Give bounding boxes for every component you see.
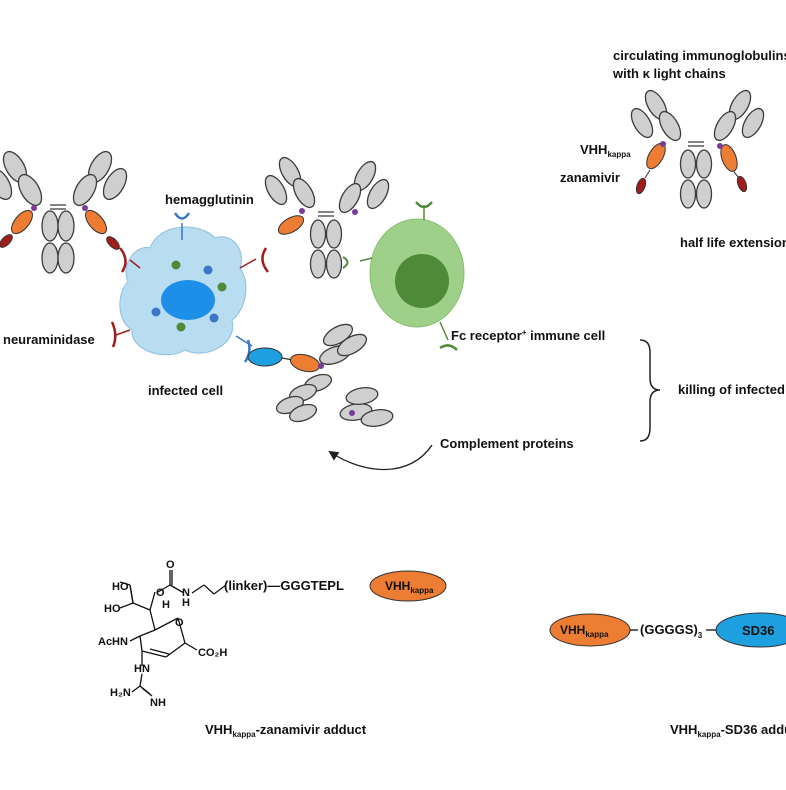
adduct1-vhh-blob [369, 570, 447, 602]
hemagglutinin-receptor [173, 212, 191, 240]
adduct2-sd36-blob [715, 612, 786, 648]
adduct1-caption: VHHkappa-zanamivir adduct [205, 722, 367, 739]
svg-text:AcHN: AcHN [98, 636, 128, 648]
antibody-top-right [630, 89, 765, 209]
neuraminidase-receptors [110, 247, 269, 363]
adduct1-linker: (linker)—GGGTEPL [224, 578, 344, 593]
label-hemagglutinin: hemagglutinin [165, 192, 254, 207]
adduct2-sd36-label: SD36 [742, 623, 775, 638]
label-light-chains: with κ light chains [612, 66, 726, 81]
label-half-life: half life extension [680, 235, 786, 250]
label-infected-cell: infected cell [148, 383, 223, 398]
adduct2-linker: (GGGGS)3 [640, 622, 703, 640]
label-vhh-top: VHHkappa [580, 142, 631, 159]
svg-text:H₂N: H₂N [110, 687, 131, 699]
zanamivir-atom-labels: HO HO O O N H H O AcHN CO₂H HN H₂N NH [98, 559, 227, 709]
svg-text:O: O [156, 587, 165, 599]
zanamivir-structure [119, 570, 227, 697]
label-killing: killing of infected cells [678, 382, 786, 397]
complement-arrow [328, 444, 433, 471]
svg-text:N: N [182, 587, 190, 599]
svg-text:HO: HO [104, 603, 121, 615]
svg-text:HO: HO [112, 581, 129, 593]
label-neuraminidase: neuraminidase [3, 332, 95, 347]
adduct1-vhh-label: VHHkappa [385, 579, 434, 595]
svg-text:H: H [182, 597, 190, 609]
antibody-middle-top [264, 156, 390, 279]
svg-text:NH: NH [150, 697, 166, 709]
adduct2-caption: VHHkappa-SD36 adduct [670, 722, 786, 739]
svg-text:O: O [166, 559, 175, 571]
label-zanamivir: zanamivir [560, 170, 620, 185]
adduct2-vhh-label: VHHkappa [560, 623, 609, 639]
antibody-left [0, 150, 128, 274]
svg-text:CO₂H: CO₂H [198, 647, 227, 659]
infected-cell [119, 226, 247, 356]
label-circulating: circulating immunoglobulins [613, 48, 786, 63]
killing-brace [639, 339, 661, 442]
svg-text:H: H [162, 599, 170, 611]
label-complement: Complement proteins [440, 436, 574, 451]
immune-cell [359, 201, 465, 351]
svg-text:O: O [175, 617, 184, 629]
svg-text:HN: HN [134, 663, 150, 675]
label-fc-receptor: Fc receptor+ immune cell [451, 328, 605, 343]
antibody-complement [275, 323, 394, 428]
